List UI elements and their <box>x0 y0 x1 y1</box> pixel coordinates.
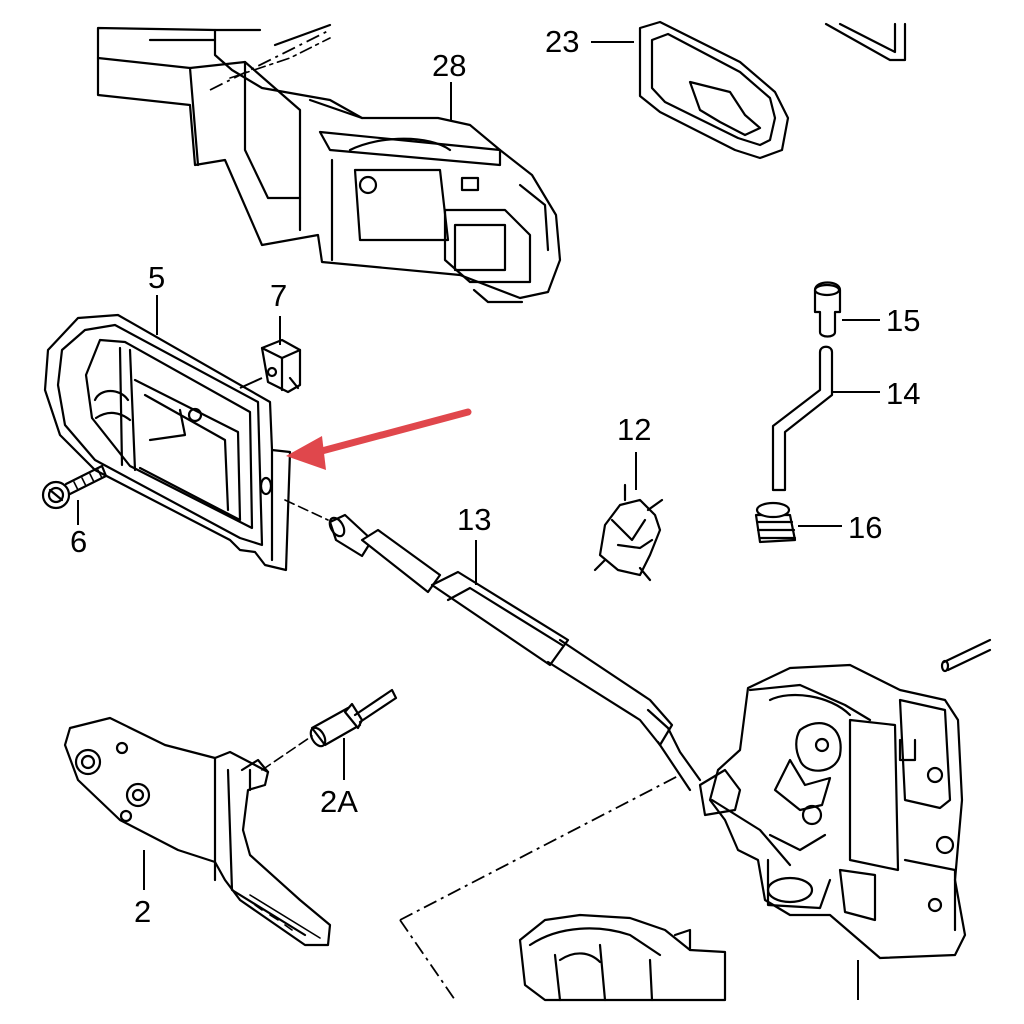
callout-23: 23 <box>545 24 579 59</box>
part-13-cable <box>284 499 702 792</box>
lower-cover-part <box>518 913 727 1002</box>
callout-12: 12 <box>617 412 651 447</box>
callout-28: 28 <box>432 48 466 83</box>
callout-5: 5 <box>148 260 165 295</box>
part-7-clip-nut <box>260 338 302 394</box>
small-rod <box>940 638 992 673</box>
callout-6: 6 <box>70 524 87 559</box>
callout-16: 16 <box>848 510 882 545</box>
part-16-grommet <box>754 501 797 544</box>
part-12-clip <box>593 483 664 582</box>
part-23-seal <box>638 20 907 160</box>
part-6-screw <box>41 464 108 510</box>
callout-14: 14 <box>886 376 920 411</box>
callout-2a: 2A <box>320 784 358 819</box>
part-28-handle-carrier <box>96 23 562 304</box>
door-lock-mechanism <box>698 663 967 960</box>
callout-7: 7 <box>270 278 287 313</box>
leader-lines <box>77 41 880 1000</box>
part-5-interior-handle <box>43 313 292 572</box>
callout-labels: 28 23 5 7 6 15 14 16 12 13 2 2A <box>70 24 920 929</box>
part-2-bracket <box>63 716 332 947</box>
callout-13: 13 <box>457 502 491 537</box>
part-2a-pin <box>261 688 398 771</box>
callout-15: 15 <box>886 303 920 338</box>
red-pointer-arrow-icon <box>286 408 472 470</box>
assembly-boundary-lines <box>209 29 681 1001</box>
part-14-rod <box>771 345 834 492</box>
part-15-pin <box>813 281 842 338</box>
callout-2: 2 <box>134 894 151 929</box>
